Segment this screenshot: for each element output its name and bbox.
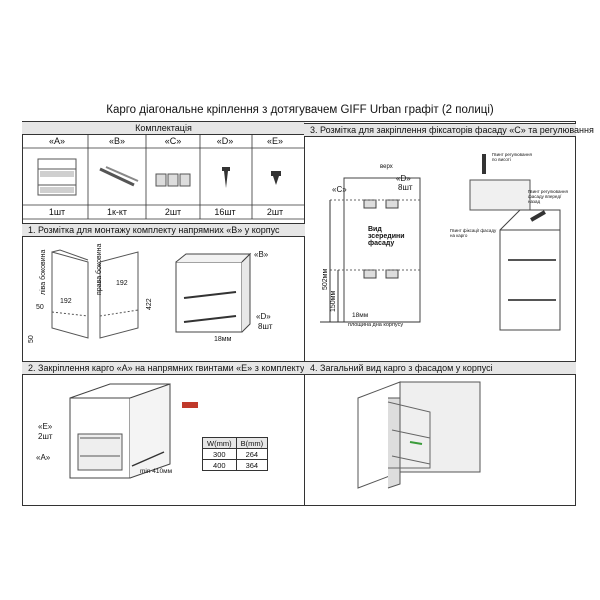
- kit-code-a: «А»: [48, 136, 65, 146]
- table-row: 300 264: [202, 448, 269, 460]
- adj-height-note: Гвинт регулювання по висоті: [492, 152, 532, 162]
- dim-18: 18мм: [214, 336, 232, 343]
- kit-item-b-rails-icon: [99, 166, 139, 187]
- section1-header: 1. Розмітка для монтажу комплекту напрям…: [22, 223, 305, 237]
- cargo-general-view-drawing: [357, 381, 481, 489]
- section3-header: 3. Розмітка для закріплення фіксаторів ф…: [304, 123, 594, 137]
- table-header-row: W(mm) B(mm): [202, 437, 269, 449]
- column-divider: [304, 121, 305, 506]
- table-head-b: B(mm): [235, 437, 269, 449]
- cargo-a-label: «А»: [36, 453, 51, 462]
- facade-lock-note: Гвинт фіксації фасаду на карго: [450, 228, 497, 238]
- document-title: Карго діагональне кріплення з дотягуваче…: [106, 104, 494, 116]
- top-label: верх: [380, 164, 393, 170]
- screw-e-qty: 2шт: [38, 432, 53, 441]
- cabinet-with-rails-drawing: [175, 252, 252, 333]
- left-side-panel-drawing: [51, 249, 89, 339]
- section2-header: 2. Закріплення карго «А» на напрямних гв…: [22, 361, 305, 375]
- kit-item-c-fixator-icon: [155, 173, 191, 187]
- dim-150: 150мм: [330, 290, 337, 312]
- kit-qty-b: 1к-кт: [106, 207, 128, 217]
- cargo-side-view-drawing: [469, 154, 561, 331]
- rails-b-label: «В»: [254, 250, 269, 259]
- screws-d-label: «D»: [256, 312, 271, 321]
- kit-code-e: «Е»: [266, 136, 283, 146]
- bottom-note: площина дна корпусу: [348, 322, 404, 328]
- dim-422: 422: [146, 298, 153, 310]
- kit-item-e-screw-icon: [271, 171, 281, 185]
- dim-192-right: 192: [116, 280, 128, 287]
- kit-qty-c: 2шт: [164, 207, 182, 217]
- kit-code-c: «С»: [164, 136, 182, 146]
- dim-50-left: 50: [36, 304, 44, 311]
- cargo-mounting-drawing: [69, 383, 198, 479]
- screw-d-qty: 8шт: [398, 183, 413, 192]
- table-cell: 264: [235, 448, 269, 460]
- kit-qty-a: 1шт: [48, 207, 66, 217]
- dim-502: 502мм: [322, 268, 329, 290]
- kit-qty-d: 16шт: [214, 207, 236, 217]
- kit-item-a-cargo-icon: [37, 158, 77, 196]
- width-table: W(mm) B(mm) 300 264 400 364: [202, 437, 269, 471]
- kit-code-b: «В»: [108, 136, 125, 146]
- screw-d-label: «D»: [396, 174, 411, 183]
- fixator-c-label: «С»: [332, 185, 347, 194]
- section4-header: 4. Загальний вид карго з фасадом у корпу…: [304, 361, 576, 375]
- right-side-panel-drawing: [99, 251, 139, 339]
- kit-code-d: «D»: [216, 136, 234, 146]
- screw-e-label: «Е»: [38, 422, 53, 431]
- right-side-label: права боковина: [96, 243, 103, 295]
- dim-192-left: 192: [60, 298, 72, 305]
- left-side-label: ліва боковина: [40, 249, 47, 295]
- kit-item-d-screw-icon: [222, 167, 230, 188]
- dim-18-s3: 18мм: [352, 312, 369, 319]
- table-cell: 300: [202, 448, 237, 460]
- inner-view-label: Вид зсередини фасаду: [368, 226, 405, 247]
- dim-50-bottom: 50: [28, 335, 35, 343]
- table-row: 400 364: [202, 459, 269, 471]
- table-cell: 364: [235, 459, 269, 471]
- screws-d-qty: 8шт: [258, 322, 273, 331]
- facade-marking-drawing: [320, 177, 421, 323]
- adj-depth-note: Гвинт регулювання фасаду вперед/назад: [528, 189, 568, 204]
- table-head-w: W(mm): [202, 437, 237, 449]
- table-cell: 400: [202, 459, 237, 471]
- min-width-label: min 410мм: [140, 468, 173, 475]
- kit-header: Комплектація: [22, 121, 305, 135]
- kit-qty-e: 2шт: [266, 207, 284, 217]
